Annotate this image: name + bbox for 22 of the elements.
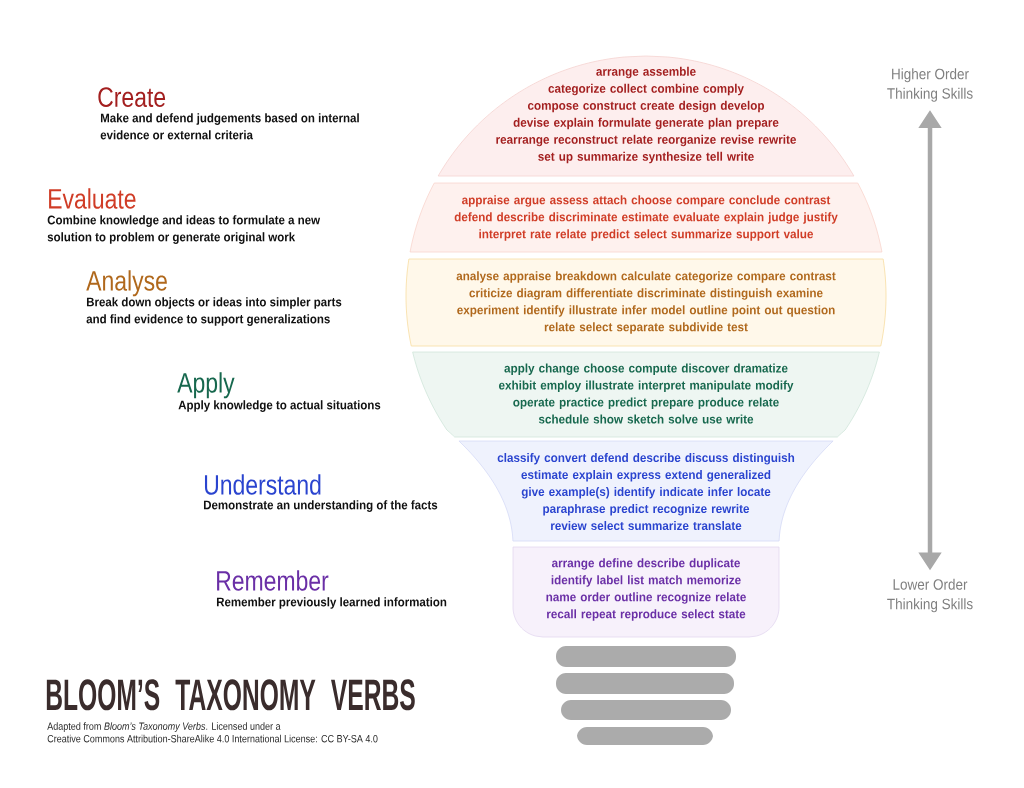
level-heading: Remember xyxy=(217,570,329,591)
verb-band: analyse appraise breakdown calculate categorize compare contrast criticize diagram differentiate discriminate distinguish examine experiment identify illustrate infer model outline point out question relate select separate subdivide test xyxy=(405,258,887,347)
title: BLOOM’S TAXONOMY VERBS xyxy=(46,679,415,711)
verb-band: arrange assemble categorize collect combine comply compose construct create design develop devise explain formulate generate plan prepare rearrange reconstruct relate reorganize revise rewrite set up summarize synthesize tell write xyxy=(437,55,855,177)
verb-band: arrange define describe duplicate identify label list match memorize name order outline recognize relate recall repeat reproduce select state xyxy=(512,546,780,638)
level-description: Combine knowledge and ideas to formulate a new solution to problem or generate original work xyxy=(47,215,321,244)
level-heading: Apply xyxy=(177,372,235,399)
level-heading: Evaluate xyxy=(49,188,136,209)
level-heading: Create xyxy=(98,87,166,107)
level-heading: Analyse xyxy=(86,270,167,297)
verb-band: appraise argue assess attach choose compare conclude contrast defend describe discriminate estimate evaluate explain judge justify interpret rate relate predict select summarize support value xyxy=(409,182,883,253)
level-description: Break down objects or ideas into simpler parts and find evidence to support generalizations xyxy=(86,297,342,326)
verb-band: apply change choose compute discover dramatize exhibit employ illustrate interpret manipulate modify operate practice predict prepare produce relate schedule show sketch solve use write xyxy=(412,351,880,438)
level-description: Apply knowledge to actual situations xyxy=(178,400,381,412)
level-description: Make and defend judgements based on internal evidence or external criteria xyxy=(100,113,359,140)
level-heading: Understand xyxy=(205,474,321,495)
scale-label: Lower Order Thinking Skills xyxy=(887,578,973,613)
level-description: Remember previously learned information xyxy=(216,597,447,609)
scale-label: Higher Order Thinking Skills xyxy=(887,68,973,102)
level-description: Demonstrate an understanding of the facts xyxy=(203,500,438,512)
verb-band: classify convert defend describe discuss distinguish estimate explain express extend generalized give example(s) identify indicate infer locate paraphrase predict recognize rewrite review select summarize translate xyxy=(458,440,834,542)
credit-line: Adapted from Bloom’s Taxonomy Verbs. Licensed under a Creative Commons Attribution-ShareAlike 4.0 International License: CC BY-SA 4.0 xyxy=(47,722,378,743)
